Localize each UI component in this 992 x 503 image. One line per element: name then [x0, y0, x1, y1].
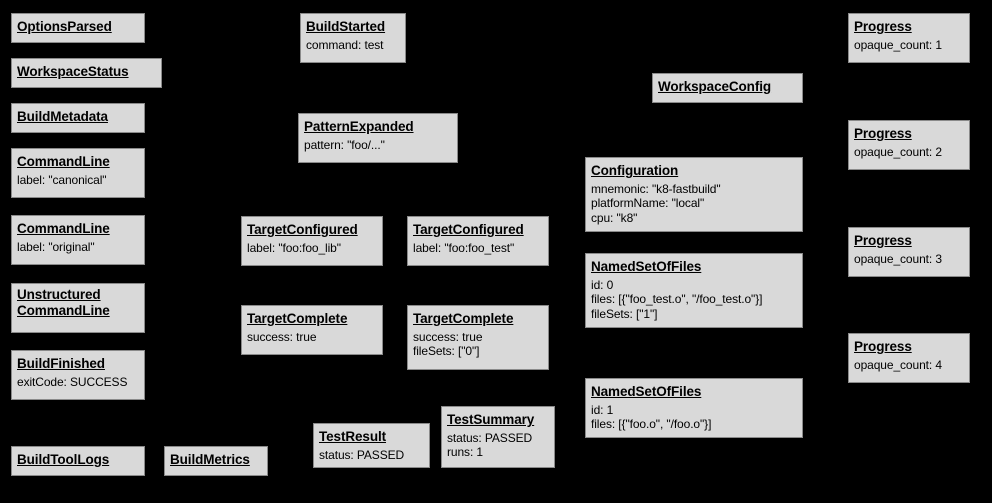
node-options-parsed[interactable]: OptionsParsed [11, 13, 145, 43]
node-title: TargetConfigured [247, 222, 358, 237]
node-command-line-canonical[interactable]: CommandLine label: "canonical" [11, 148, 145, 198]
node-build-metrics[interactable]: BuildMetrics [164, 446, 268, 476]
node-title: Progress [854, 19, 912, 34]
node-title: Progress [854, 233, 912, 248]
node-title: Progress [854, 126, 912, 141]
node-build-tool-logs[interactable]: BuildToolLogs [11, 446, 145, 476]
node-fields: id: 0 files: [{"foo_test.o", "/foo_test.… [591, 277, 763, 321]
node-build-started[interactable]: BuildStarted command: test [300, 13, 406, 63]
node-title: TargetComplete [247, 311, 348, 326]
node-configuration[interactable]: Configuration mnemonic: "k8-fastbuild" pl… [585, 157, 803, 232]
node-title: BuildStarted [306, 19, 386, 34]
node-named-set-of-files-0[interactable]: NamedSetOfFiles id: 0 files: [{"foo_test.… [585, 253, 803, 328]
node-title: Unstructured CommandLine [17, 287, 110, 319]
node-fields: command: test [306, 37, 384, 52]
node-title: NamedSetOfFiles [591, 384, 702, 399]
node-test-summary[interactable]: TestSummary status: PASSED runs: 1 [441, 406, 555, 468]
node-progress-3[interactable]: Progress opaque_count: 3 [848, 227, 970, 277]
node-progress-4[interactable]: Progress opaque_count: 4 [848, 333, 970, 383]
node-progress-1[interactable]: Progress opaque_count: 1 [848, 13, 970, 63]
node-workspace-config[interactable]: WorkspaceConfig [652, 73, 803, 103]
node-title: Configuration [591, 163, 679, 178]
node-title: BuildToolLogs [17, 452, 110, 467]
node-fields: label: "original" [17, 239, 95, 254]
node-fields: opaque_count: 3 [854, 251, 942, 266]
node-title: CommandLine [17, 154, 110, 169]
node-fields: exitCode: SUCCESS [17, 374, 128, 389]
node-title: WorkspaceConfig [658, 79, 772, 94]
node-fields: label: "foo:foo_lib" [247, 240, 341, 255]
node-title: BuildFinished [17, 356, 105, 371]
node-title: BuildMetrics [170, 452, 250, 467]
node-fields: mnemonic: "k8-fastbuild" platformName: "… [591, 181, 721, 225]
node-fields: label: "foo:foo_test" [413, 240, 515, 255]
node-target-complete-foo-lib[interactable]: TargetComplete success: true [241, 305, 383, 355]
node-fields: opaque_count: 2 [854, 144, 942, 159]
node-fields: pattern: "foo/..." [304, 137, 385, 152]
node-title: TestSummary [447, 412, 535, 427]
node-test-result[interactable]: TestResult status: PASSED [313, 423, 430, 468]
node-fields: opaque_count: 1 [854, 37, 942, 52]
node-named-set-of-files-1[interactable]: NamedSetOfFiles id: 1 files: [{"foo.o", "… [585, 378, 803, 438]
node-workspace-status[interactable]: WorkspaceStatus [11, 58, 162, 88]
node-target-configured-foo-test[interactable]: TargetConfigured label: "foo:foo_test" [407, 216, 549, 266]
node-title: CommandLine [17, 221, 110, 236]
node-target-configured-foo-lib[interactable]: TargetConfigured label: "foo:foo_lib" [241, 216, 383, 266]
node-fields: success: true fileSets: ["0"] [413, 329, 483, 359]
node-title: TargetComplete [413, 311, 514, 326]
node-fields: id: 1 files: [{"foo.o", "/foo.o"}] [591, 402, 712, 432]
node-fields: status: PASSED runs: 1 [447, 430, 533, 460]
node-target-complete-foo-test[interactable]: TargetComplete success: true fileSets: ["… [407, 305, 549, 370]
node-unstructured-command-line[interactable]: Unstructured CommandLine [11, 283, 145, 333]
node-fields: opaque_count: 4 [854, 357, 942, 372]
node-title: TestResult [319, 429, 387, 444]
node-fields: status: PASSED [319, 447, 405, 462]
node-fields: label: "canonical" [17, 172, 107, 187]
node-title: Progress [854, 339, 912, 354]
node-title: BuildMetadata [17, 109, 108, 124]
node-title: PatternExpanded [304, 119, 414, 134]
node-command-line-original[interactable]: CommandLine label: "original" [11, 215, 145, 265]
node-build-metadata[interactable]: BuildMetadata [11, 103, 145, 133]
node-title: OptionsParsed [17, 19, 112, 34]
node-progress-2[interactable]: Progress opaque_count: 2 [848, 120, 970, 170]
node-pattern-expanded[interactable]: PatternExpanded pattern: "foo/..." [298, 113, 458, 163]
node-title: NamedSetOfFiles [591, 259, 702, 274]
node-title: WorkspaceStatus [17, 64, 129, 79]
node-fields: success: true [247, 329, 317, 344]
node-build-finished[interactable]: BuildFinished exitCode: SUCCESS [11, 350, 145, 400]
node-title: TargetConfigured [413, 222, 524, 237]
